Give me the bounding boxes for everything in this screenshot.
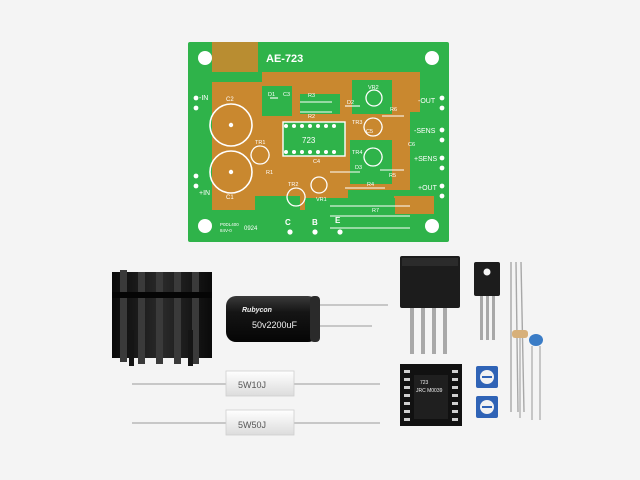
label-r4: R4 (367, 182, 374, 188)
label-c6: C6 (408, 142, 415, 148)
label-r6: R6 (390, 107, 397, 113)
ic-socket: 723 JRC M0039 (400, 364, 462, 426)
label-d3: D3 (355, 165, 362, 171)
label-tr1: TR1 (255, 140, 265, 146)
label-d1: D1 (268, 92, 275, 98)
pcb-print-3: 0924 (244, 226, 258, 232)
cement-resistor-bottom: 5W50J (132, 409, 380, 436)
pcb-print-1: P0DL400 (220, 222, 239, 227)
terminal-out-pos: +OUT (418, 185, 438, 192)
label-tr2: TR2 (288, 182, 298, 188)
label-e: E (335, 216, 341, 225)
ceramic-capacitor (529, 334, 543, 420)
label-tr3: TR3 (352, 120, 362, 126)
terminal-out-neg: -OUT (418, 98, 436, 105)
capacitor-rating: 50v2200uF (252, 320, 298, 330)
trimmer-pot-top (476, 366, 498, 388)
pcb-title: AE-723 (266, 53, 303, 65)
terminal-sens-pos: +SENS (414, 156, 437, 163)
ic-label: 723 (302, 136, 316, 145)
pcb-board: AE-723 723 C2 C1 D1 C3 R3 R2 D2 VR2 R6 T… (188, 42, 449, 242)
label-r7: R7 (372, 208, 379, 214)
label-vr1: VR1 (316, 197, 327, 203)
resistor-top-label: 5W10J (238, 380, 266, 390)
label-c2: C2 (226, 97, 234, 103)
label-r3: R3 (308, 93, 315, 99)
label-vr2: VR2 (368, 85, 379, 91)
pcb-print-2: 84V-0 (220, 228, 232, 233)
bridge-rectifier (400, 256, 460, 354)
label-b: B (312, 218, 318, 227)
label-c1: C1 (226, 195, 234, 201)
terminal-sens-neg: -SENS (414, 128, 436, 135)
label-c3: C3 (283, 92, 290, 98)
power-transistor (474, 262, 500, 340)
label-c4: C4 (313, 159, 320, 165)
label-c5: C5 (366, 129, 373, 135)
capacitor-brand: Rubycon (242, 307, 272, 314)
heatsink (112, 270, 212, 366)
ic-marking-1: 723 (420, 380, 429, 386)
label-d2: D2 (347, 100, 354, 106)
label-tr4: TR4 (352, 150, 362, 156)
cement-resistor-top: 5W10J (132, 370, 380, 397)
trimmer-pot-bottom (476, 396, 498, 418)
label-r2: R2 (308, 114, 315, 120)
terminal-in-neg: -IN (199, 95, 208, 102)
label-r1: R1 (266, 170, 273, 176)
electrolytic-capacitor: Rubycon 50v2200uF (226, 296, 388, 342)
small-resistor (512, 330, 528, 418)
label-c: C (285, 218, 291, 227)
label-r5: R5 (389, 173, 396, 179)
terminal-in-pos: +IN (199, 190, 210, 197)
resistor-bottom-label: 5W50J (238, 420, 266, 430)
ic-marking-2: JRC M0039 (416, 388, 443, 394)
